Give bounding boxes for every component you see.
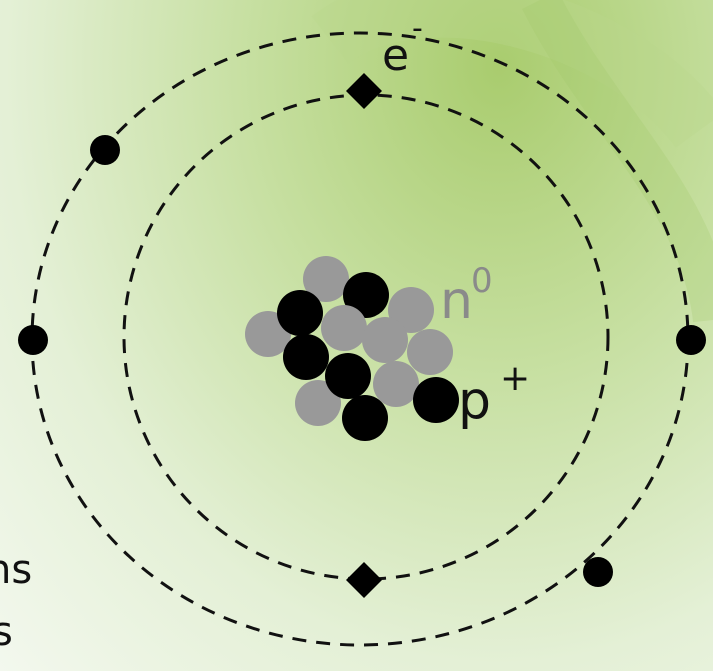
proton — [413, 377, 459, 423]
electron-charge-label: - — [412, 11, 423, 46]
neutron — [303, 256, 349, 302]
electron — [583, 557, 613, 587]
electron — [18, 325, 48, 355]
proton — [325, 353, 371, 399]
neutron-charge-label: 0 — [471, 261, 493, 301]
electron-label: e — [382, 30, 409, 81]
electron — [346, 73, 382, 109]
proton-label: p — [458, 371, 491, 431]
neutron — [362, 317, 408, 363]
neutron — [295, 380, 341, 426]
electron — [90, 135, 120, 165]
neutron — [373, 361, 419, 407]
proton-charge-label: + — [500, 358, 530, 399]
electron — [676, 325, 706, 355]
background-swirl — [522, 0, 713, 323]
proton — [283, 334, 329, 380]
neutron — [321, 305, 367, 351]
electron — [346, 562, 382, 598]
background-swirl — [311, 0, 713, 149]
neutron — [388, 287, 434, 333]
neutron-label: n — [440, 271, 473, 331]
edge-text-line-1: ns — [0, 547, 32, 593]
proton — [343, 272, 389, 318]
edge-text-line-2: s — [0, 609, 13, 655]
proton — [342, 395, 388, 441]
neutron — [407, 329, 453, 375]
proton — [277, 290, 323, 336]
